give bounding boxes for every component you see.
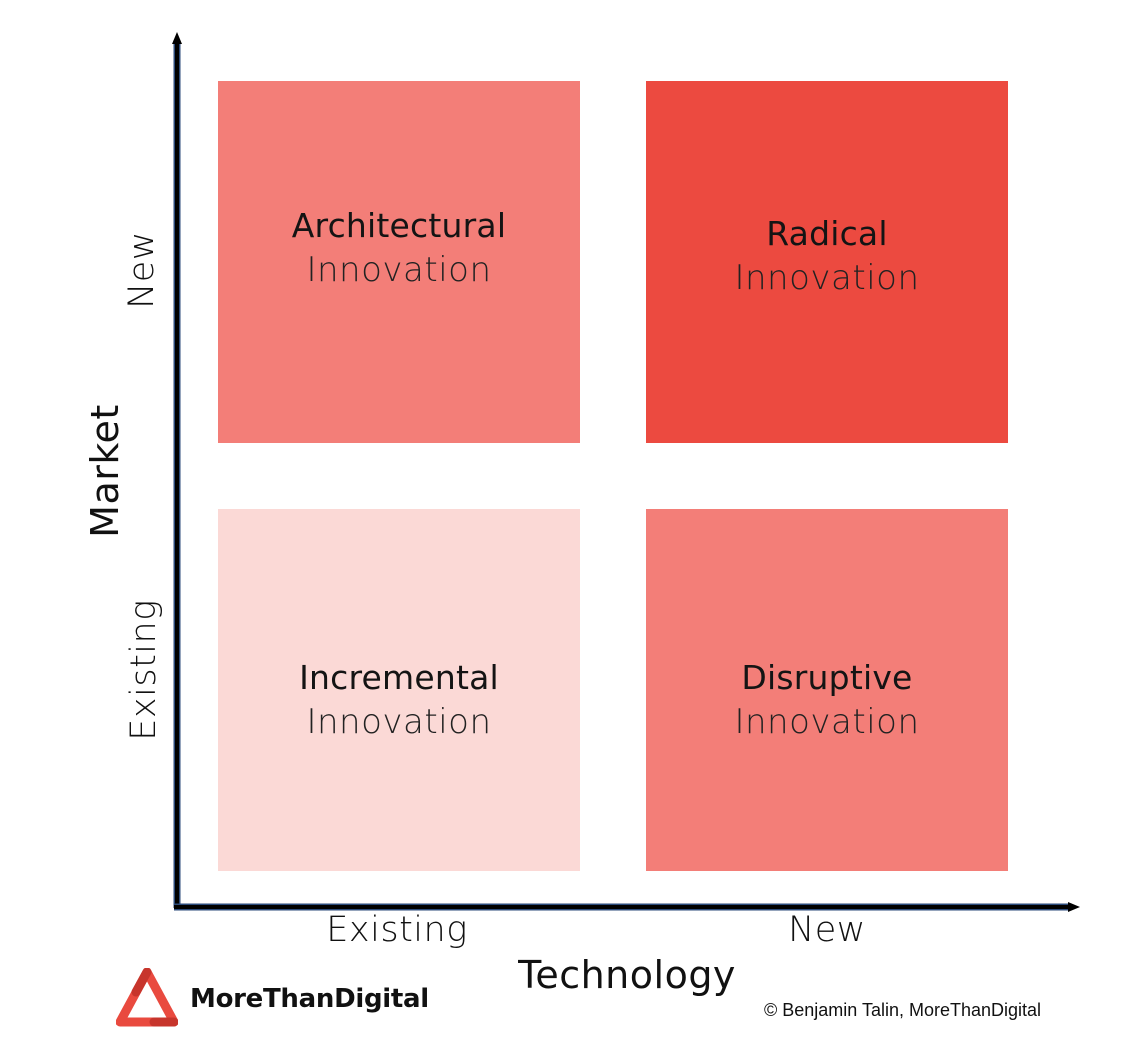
y-tick-new: New [122,231,162,309]
quadrant-radical-subtitle: Innovation [734,258,920,298]
quadrant-radical-title: Radical [766,214,888,253]
y-axis-arrow [172,32,182,44]
x-tick-new: New [788,910,866,950]
x-tick-existing: Existing [326,910,468,950]
quadrant-incremental-title: Incremental [299,658,499,697]
quadrant-disruptive: Disruptive Innovation [646,509,1008,871]
quadrant-disruptive-title: Disruptive [741,658,913,697]
quadrant-architectural-subtitle: Innovation [306,250,492,290]
quadrant-disruptive-subtitle: Innovation [734,702,920,742]
quadrant-architectural-title: Architectural [291,206,507,245]
quadrant-incremental-subtitle: Innovation [306,702,492,742]
x-axis-title: Technology [518,953,736,997]
y-axis-title: Market [83,404,127,538]
triangle-logo-icon [116,968,178,1027]
quadrant-incremental: Incremental Innovation [218,509,580,871]
copyright: © Benjamin Talin, MoreThanDigital [764,1000,1042,1020]
quadrant-radical: Radical Innovation [646,81,1008,443]
quadrant-architectural: Architectural Innovation [218,81,580,443]
x-axis-arrow [1068,902,1080,912]
logo: MoreThanDigital [116,968,429,1030]
logo-text: MoreThanDigital [190,984,429,1014]
y-tick-existing: Existing [124,599,164,741]
